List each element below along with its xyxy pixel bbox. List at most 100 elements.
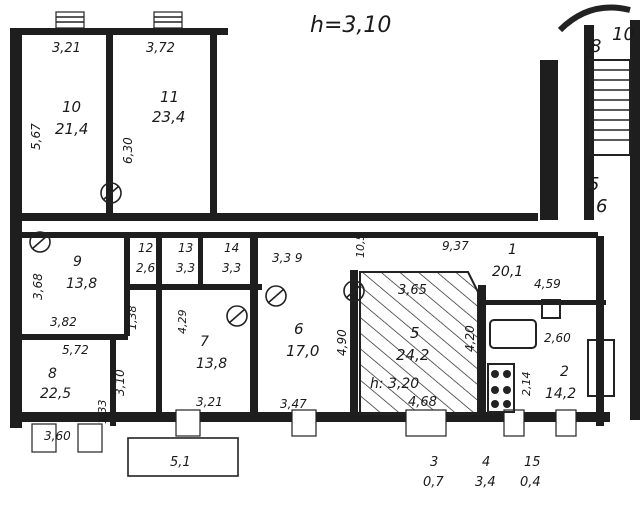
dim-label: 6,30 <box>121 137 135 164</box>
dim-label: 4,90 <box>335 329 349 356</box>
room-14-area: 3,3 <box>222 261 241 275</box>
dim-label: 2,14 <box>520 372 533 397</box>
dim-label: 9,37 <box>442 239 469 253</box>
radiator-icon <box>265 285 287 307</box>
wall-far-right <box>630 20 640 420</box>
room-13-number: 13 <box>178 241 193 255</box>
window-bottom-4 <box>291 409 317 437</box>
window-top-2 <box>153 11 183 29</box>
radiator-icon <box>100 182 122 204</box>
wall-1-bottom <box>486 300 606 305</box>
room-4-number: 4 <box>482 455 490 470</box>
wall-left <box>10 28 22 428</box>
toilet-icon <box>541 299 561 319</box>
dim-label: 3,72 <box>146 41 175 56</box>
room-4-area: 3,4 <box>475 475 496 490</box>
dim-label: 4,68 <box>408 395 437 410</box>
room-13-area: 3,3 <box>176 261 195 275</box>
room-15-area: 0,4 <box>520 475 541 490</box>
room-10-number: 10 <box>62 98 81 116</box>
room-3-area: 0,7 <box>423 475 444 490</box>
windows-top <box>55 11 183 29</box>
dim-label: 3,47 <box>280 397 307 411</box>
wall-10-11 <box>106 30 113 220</box>
stair-label: 10 <box>612 24 635 45</box>
room-8-number: 8 <box>48 366 57 382</box>
stair-label: 8 <box>590 36 601 57</box>
room-10-area: 21,4 <box>55 120 88 138</box>
dim-label: 3,65 <box>398 283 427 298</box>
wall-8-7 <box>110 336 116 426</box>
wall-12-7 <box>156 236 162 416</box>
room-5-area: 24,2 <box>396 346 429 364</box>
room-12-area: 2,6 <box>136 261 155 275</box>
room-8-area: 22,5 <box>40 386 71 402</box>
sink-icon <box>587 339 615 397</box>
window-bottom-5 <box>405 409 447 437</box>
entrance-porch <box>127 437 239 477</box>
wall-6-5 <box>350 270 358 418</box>
wall-7-6 <box>250 236 258 416</box>
dim-label: 5,72 <box>62 343 89 357</box>
labels: h=3,10 10 21,4 11 23,4 9 13,8 12 2,6 13 … <box>29 13 635 490</box>
windows-bottom <box>31 409 577 477</box>
bathtub-icon <box>489 319 537 349</box>
window-bottom-7 <box>555 409 577 437</box>
dim-label: 3,10 <box>113 369 127 396</box>
dim-label: 4,29 <box>176 310 189 335</box>
staircase <box>557 4 631 156</box>
wall-12-14-bottom <box>130 284 262 290</box>
room-7-area: 13,8 <box>196 356 227 372</box>
kitchen-fixtures <box>487 299 615 413</box>
radiator-symbols <box>29 182 365 327</box>
room-6-number: 6 <box>294 320 304 338</box>
room-1-number: 1 <box>508 242 517 258</box>
room-12-number: 12 <box>138 241 153 255</box>
room-7-number: 7 <box>200 334 209 350</box>
radiator-icon <box>226 305 248 327</box>
stair-label: 5 <box>588 174 599 195</box>
dim-label: 3,3 9 <box>272 251 303 265</box>
radiator-icon <box>343 280 365 302</box>
room-2-number: 2 <box>560 364 569 380</box>
room-14-number: 14 <box>224 241 239 255</box>
dim-label: 3,21 <box>196 395 223 409</box>
dim-label: 1,33 <box>96 400 109 425</box>
room-1-area: 20,1 <box>492 264 523 280</box>
wall-9-8 <box>18 334 128 340</box>
room-6-area: 17,0 <box>286 342 319 360</box>
dim-label: 4,59 <box>534 277 561 291</box>
dim-label: 2,60 <box>544 331 571 345</box>
window-top-1 <box>55 11 85 29</box>
dim-label: 5,67 <box>29 123 43 150</box>
dim-label: 4,20 <box>463 325 477 352</box>
stair-label: 6 <box>596 196 607 217</box>
wall-corridor-bottom <box>18 232 598 238</box>
stove-icon <box>487 363 515 413</box>
wall-13-14 <box>198 236 203 288</box>
wall-11-right <box>210 30 217 215</box>
radiator-icon <box>29 231 51 253</box>
room-9-number: 9 <box>73 254 82 270</box>
room-5-height: h: 3,20 <box>370 376 419 392</box>
dim-label: 3,68 <box>31 273 45 300</box>
ceiling-height: h=3,10 <box>310 13 391 38</box>
room-11-number: 11 <box>160 88 179 106</box>
room-11-area: 23,4 <box>152 108 185 126</box>
dim-label: 3,21 <box>52 41 81 56</box>
wall-corridor-top <box>18 213 538 221</box>
wall-5-right <box>478 285 486 418</box>
room-2-area: 14,2 <box>545 386 576 402</box>
dim-label: 3,60 <box>44 429 71 443</box>
room-5-number: 5 <box>410 324 420 342</box>
wall-top-left <box>18 28 228 35</box>
dim-label: 5,1 <box>170 455 191 470</box>
walls <box>10 20 640 428</box>
wall-1-right <box>596 236 604 426</box>
window-bottom-6 <box>503 409 525 437</box>
room-3-number: 3 <box>430 455 438 470</box>
room-15-number: 15 <box>524 455 541 470</box>
window-bottom-1 <box>31 423 57 453</box>
room-5-hatch <box>359 271 479 415</box>
